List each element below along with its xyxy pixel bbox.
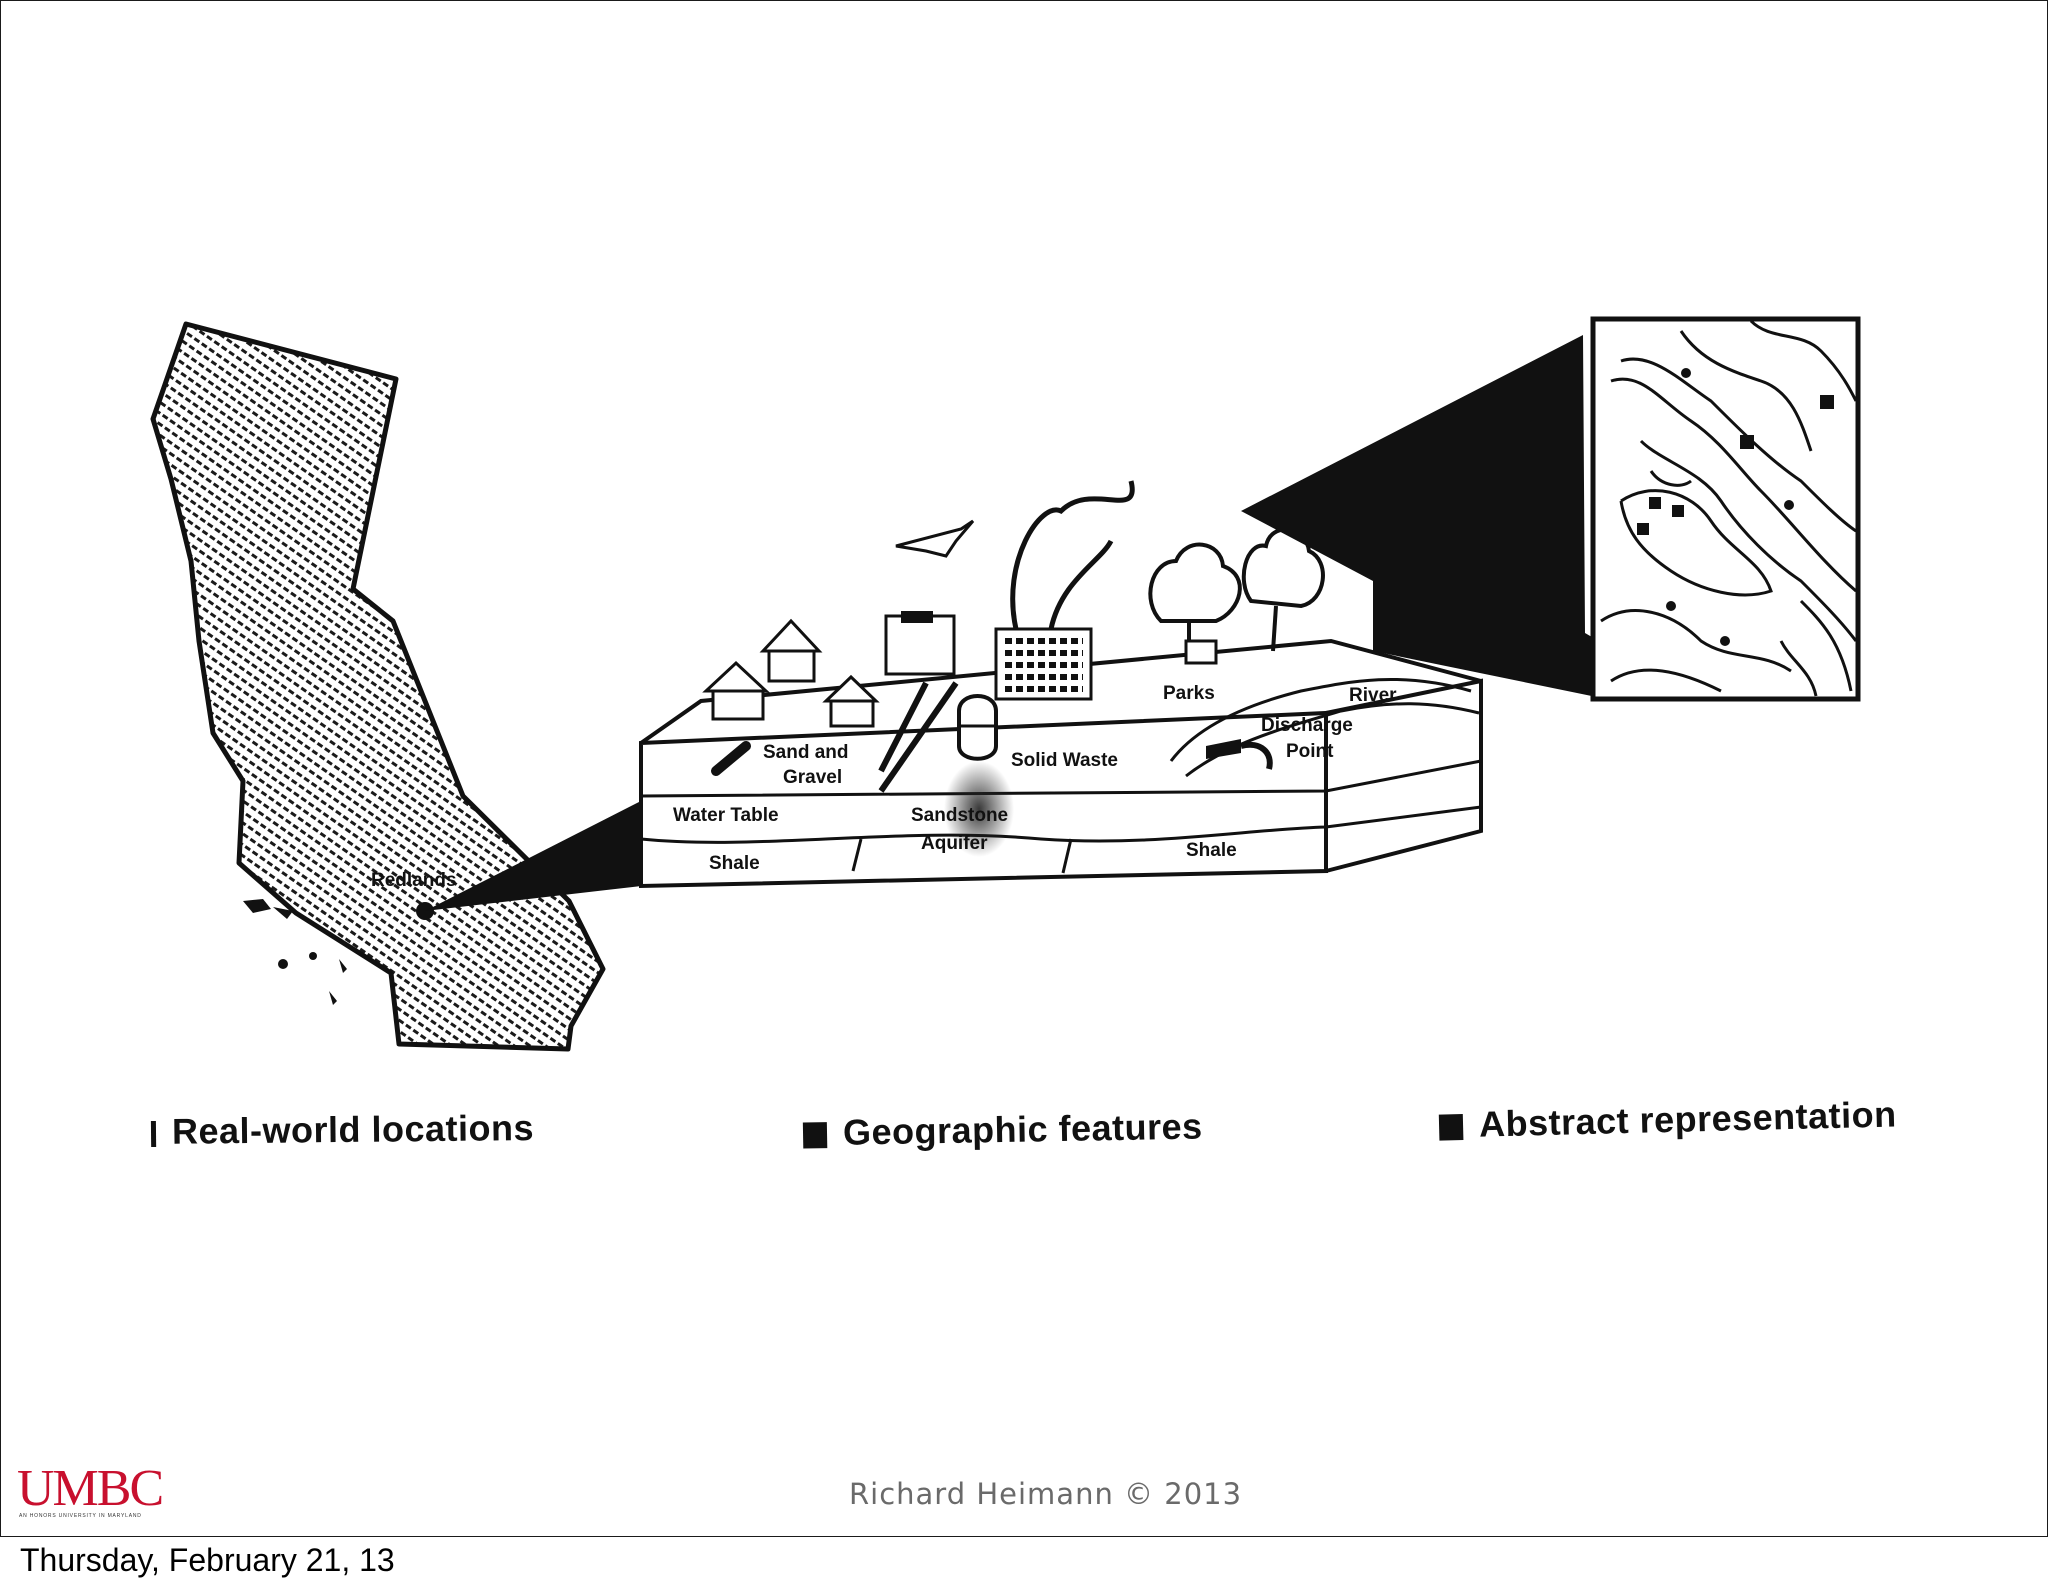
island-mark [278,959,288,969]
island-mark [309,952,317,960]
abstract-map [1590,316,1861,702]
island-mark [273,907,293,919]
label-solid-waste: Solid Waste [1011,750,1118,771]
slide: Redlands [0,0,2048,1537]
label-point: Point [1286,741,1334,762]
caption-real-world-locations: Real-world locations [150,1107,534,1153]
label-aquifer: Aquifer [921,833,988,854]
label-shale-right: Shale [1186,840,1237,861]
california-map: Redlands [150,321,606,1052]
label-shale-left: Shale [709,853,760,874]
gis-diagram: Redlands [150,316,1861,1052]
label-parks: Parks [1163,683,1215,704]
discharge-pipe [1206,739,1241,759]
label-gravel: Gravel [783,767,842,788]
date-stamp: Thursday, February 21, 13 [20,1542,395,1578]
umbc-logo-subtext: AN HONORS UNIVERSITY IN MARYLAND [19,1513,142,1519]
projection-wedge-left [425,801,641,911]
smoke-plume [1010,480,1135,630]
copyright-text: Richard Heimann © 2013 [849,1477,1243,1511]
label-river: River [1349,685,1397,706]
island-mark [339,959,347,973]
island-mark [329,991,337,1005]
bullet-square-icon [150,1120,157,1148]
bullet-square-icon [802,1122,828,1149]
caption-geographic-features: Geographic features [802,1106,1203,1155]
stratum-line [640,759,1482,798]
contamination-plume [944,761,1014,857]
label-sand-gravel: Sand and [763,742,849,763]
umbc-logo: UMBC [17,1460,164,1517]
bullet-square-icon [1438,1114,1464,1141]
store-building [884,614,956,676]
house-icon [702,618,880,728]
tree-icon [1148,527,1325,661]
location-label: Redlands [371,870,457,891]
island-mark [243,899,271,913]
label-discharge: Discharge [1261,715,1353,736]
airplane-icon [895,519,975,558]
river-line [1169,677,1472,762]
factory-building [994,480,1135,701]
label-sandstone: Sandstone [911,805,1008,826]
stratum-line [640,805,1482,844]
label-water-table: Water Table [673,805,779,826]
terrain-block: Sand and Gravel Solid Waste Parks River … [639,480,1483,889]
projection-wedge-right [1241,335,1616,701]
